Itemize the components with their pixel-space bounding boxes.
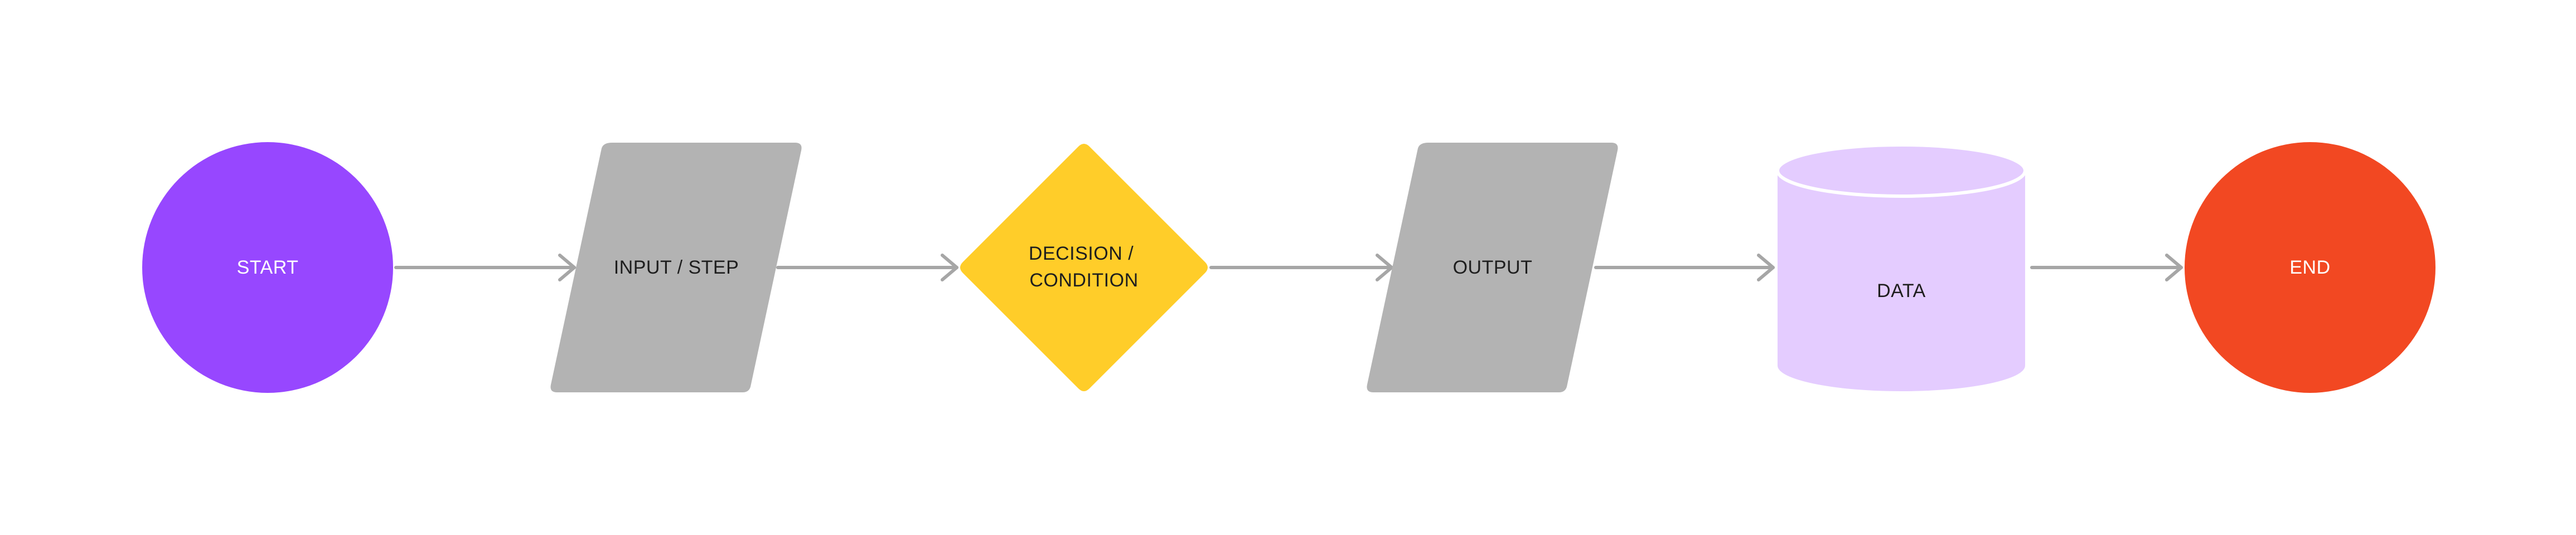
end-node[interactable]: END bbox=[2185, 142, 2435, 393]
decision-diamond bbox=[960, 144, 1208, 391]
output-parallelogram bbox=[1367, 143, 1618, 392]
data-cylinder-top bbox=[1776, 143, 2027, 198]
decision-label-line1: DECISION / bbox=[1029, 243, 1134, 264]
connector-output-to-data bbox=[1594, 254, 1775, 281]
arrowhead bbox=[2165, 254, 2183, 281]
arrowhead bbox=[1757, 254, 1775, 281]
input-step-node[interactable]: INPUT / STEP bbox=[550, 143, 802, 392]
connector-decision-to-output bbox=[1209, 254, 1393, 281]
decision-label-line2: CONDITION bbox=[1029, 270, 1138, 291]
arrowhead bbox=[941, 254, 958, 281]
input-parallelogram bbox=[550, 143, 802, 392]
data-node[interactable]: DATA bbox=[1776, 143, 2027, 391]
start-circle bbox=[142, 142, 393, 393]
output-node[interactable]: OUTPUT bbox=[1367, 143, 1618, 392]
connector-input-to-decision bbox=[776, 254, 958, 281]
arrowhead bbox=[1376, 254, 1393, 281]
start-node[interactable]: START bbox=[142, 142, 393, 393]
output-label: OUTPUT bbox=[1453, 257, 1533, 278]
arrowhead bbox=[558, 254, 576, 281]
decision-node[interactable]: DECISION / CONDITION bbox=[960, 144, 1208, 391]
end-circle bbox=[2185, 142, 2435, 393]
input-step-label: INPUT / STEP bbox=[614, 257, 739, 278]
connector-start-to-input bbox=[394, 254, 576, 281]
data-label: DATA bbox=[1877, 280, 1926, 301]
connectors bbox=[394, 254, 2183, 281]
data-cylinder-body bbox=[1778, 171, 2025, 391]
connector-data-to-end bbox=[2030, 254, 2183, 281]
end-label: END bbox=[2289, 257, 2330, 278]
decision-label: DECISION / CONDITION bbox=[1029, 243, 1139, 291]
start-label: START bbox=[237, 257, 299, 278]
